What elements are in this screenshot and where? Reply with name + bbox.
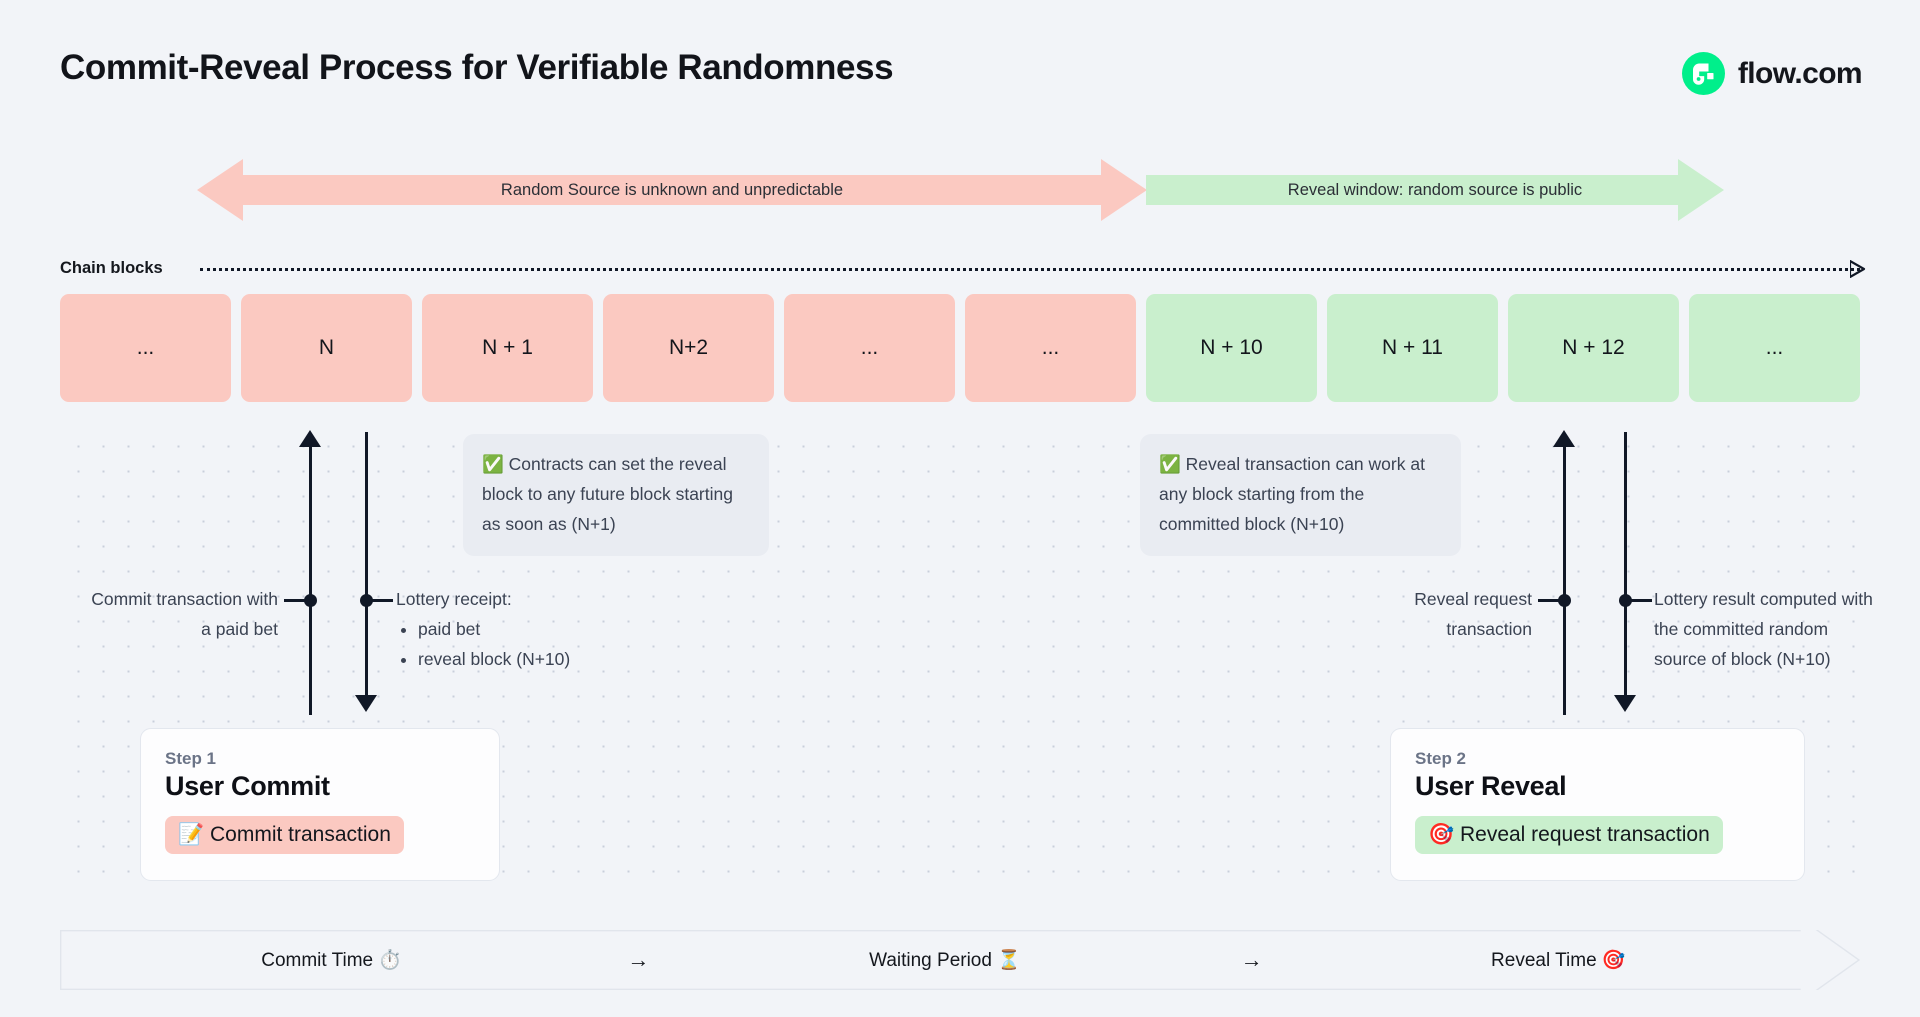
list-item: reveal block (N+10) [418, 644, 636, 674]
timeline-item-waiting-period: Waiting Period ⏳ [869, 950, 1021, 971]
phase-banner-reveal: Reveal window: random source is public [1146, 159, 1724, 221]
commit-arrow-line [309, 446, 312, 715]
note-contracts-reveal-block: ✅ Contracts can set the reveal block to … [463, 434, 769, 556]
chain-block[interactable]: N [241, 294, 412, 402]
chain-blocks-row: ... N N + 1 N+2 ... ... N + 10 N + 11 N … [60, 294, 1860, 402]
result-arrow-anchor-dot [1619, 594, 1632, 607]
list-item: paid bet [418, 614, 636, 644]
timeline-item-reveal-time: Reveal Time 🎯 [1491, 950, 1626, 971]
step-1-title: User Commit [165, 771, 330, 801]
result-arrow-head-icon [1614, 695, 1636, 712]
chain-block[interactable]: N + 11 [1327, 294, 1498, 402]
commit-arrow-head-icon [299, 430, 321, 447]
label-lottery-receipt: Lottery receipt: paid bet reveal block (… [396, 584, 636, 674]
label-commit-transaction: Commit transaction with a paid bet [91, 589, 278, 639]
phase-banner-unknown-label: Random Source is unknown and unpredictab… [500, 180, 844, 199]
note-reveal-transaction-window: ✅ Reveal transaction can work at any blo… [1140, 434, 1461, 556]
commit-label-stub [284, 599, 306, 602]
chain-block[interactable]: N+2 [603, 294, 774, 402]
phase-banner-reveal-label: Reveal window: random source is public [1287, 180, 1583, 199]
chain-block[interactable]: ... [784, 294, 955, 402]
reveal-arrow-line [1563, 446, 1566, 715]
reveal-arrow-head-icon [1553, 430, 1575, 447]
chain-axis-arrow-icon [1848, 259, 1866, 283]
receipt-arrow-line [365, 432, 368, 697]
receipt-label-stub [371, 599, 393, 602]
chain-block[interactable]: ... [965, 294, 1136, 402]
step-card-user-commit[interactable]: Step 1 User Commit 📝 Commit transaction [140, 728, 500, 881]
label-lottery-result: Lottery result computed with the committ… [1654, 589, 1873, 669]
timeline-items: Commit Time ⏱️ → Waiting Period ⏳ → Reve… [60, 930, 1830, 990]
flow-logo-icon [1681, 52, 1725, 95]
chain-axis-dotted-line [200, 268, 1860, 273]
chain-block[interactable]: N + 1 [422, 294, 593, 402]
timeline-bar: Commit Time ⏱️ → Waiting Period ⏳ → Reve… [60, 930, 1860, 990]
chain-block[interactable]: N + 10 [1146, 294, 1317, 402]
label-reveal-request-transaction: Reveal request transaction [1414, 589, 1532, 639]
commit-arrow-anchor-dot [304, 594, 317, 607]
brand-logo: flow.com [1681, 52, 1863, 95]
chain-blocks-label: Chain blocks [60, 259, 163, 277]
receipt-arrow-head-icon [355, 695, 377, 712]
step-1-chip[interactable]: 📝 Commit transaction [165, 816, 404, 854]
phase-banner-unknown: Random Source is unknown and unpredictab… [197, 159, 1147, 221]
page-title: Commit-Reveal Process for Verifiable Ran… [60, 48, 894, 87]
timeline-arrow-icon: → [627, 947, 650, 972]
chain-block[interactable]: ... [60, 294, 231, 402]
step-1-kicker: Step 1 [165, 749, 217, 768]
step-card-user-reveal[interactable]: Step 2 User Reveal 🎯 Reveal request tran… [1390, 728, 1805, 881]
timeline-item-commit-time: Commit Time ⏱️ [261, 950, 403, 971]
chain-block[interactable]: N + 12 [1508, 294, 1679, 402]
step-2-chip[interactable]: 🎯 Reveal request transaction [1415, 816, 1723, 854]
result-arrow-line [1624, 432, 1627, 697]
brand-name: flow.com [1737, 56, 1863, 90]
receipt-arrow-anchor-dot [360, 594, 373, 607]
result-label-stub [1630, 599, 1652, 602]
reveal-label-stub [1538, 599, 1560, 602]
chain-block[interactable]: ... [1689, 294, 1860, 402]
step-2-title: User Reveal [1415, 771, 1567, 801]
label-lottery-receipt-list: paid bet reveal block (N+10) [396, 614, 636, 674]
reveal-arrow-anchor-dot [1558, 594, 1571, 607]
label-lottery-receipt-title: Lottery receipt: [396, 589, 512, 609]
step-2-kicker: Step 2 [1415, 749, 1467, 768]
timeline-arrow-icon: → [1240, 947, 1263, 972]
